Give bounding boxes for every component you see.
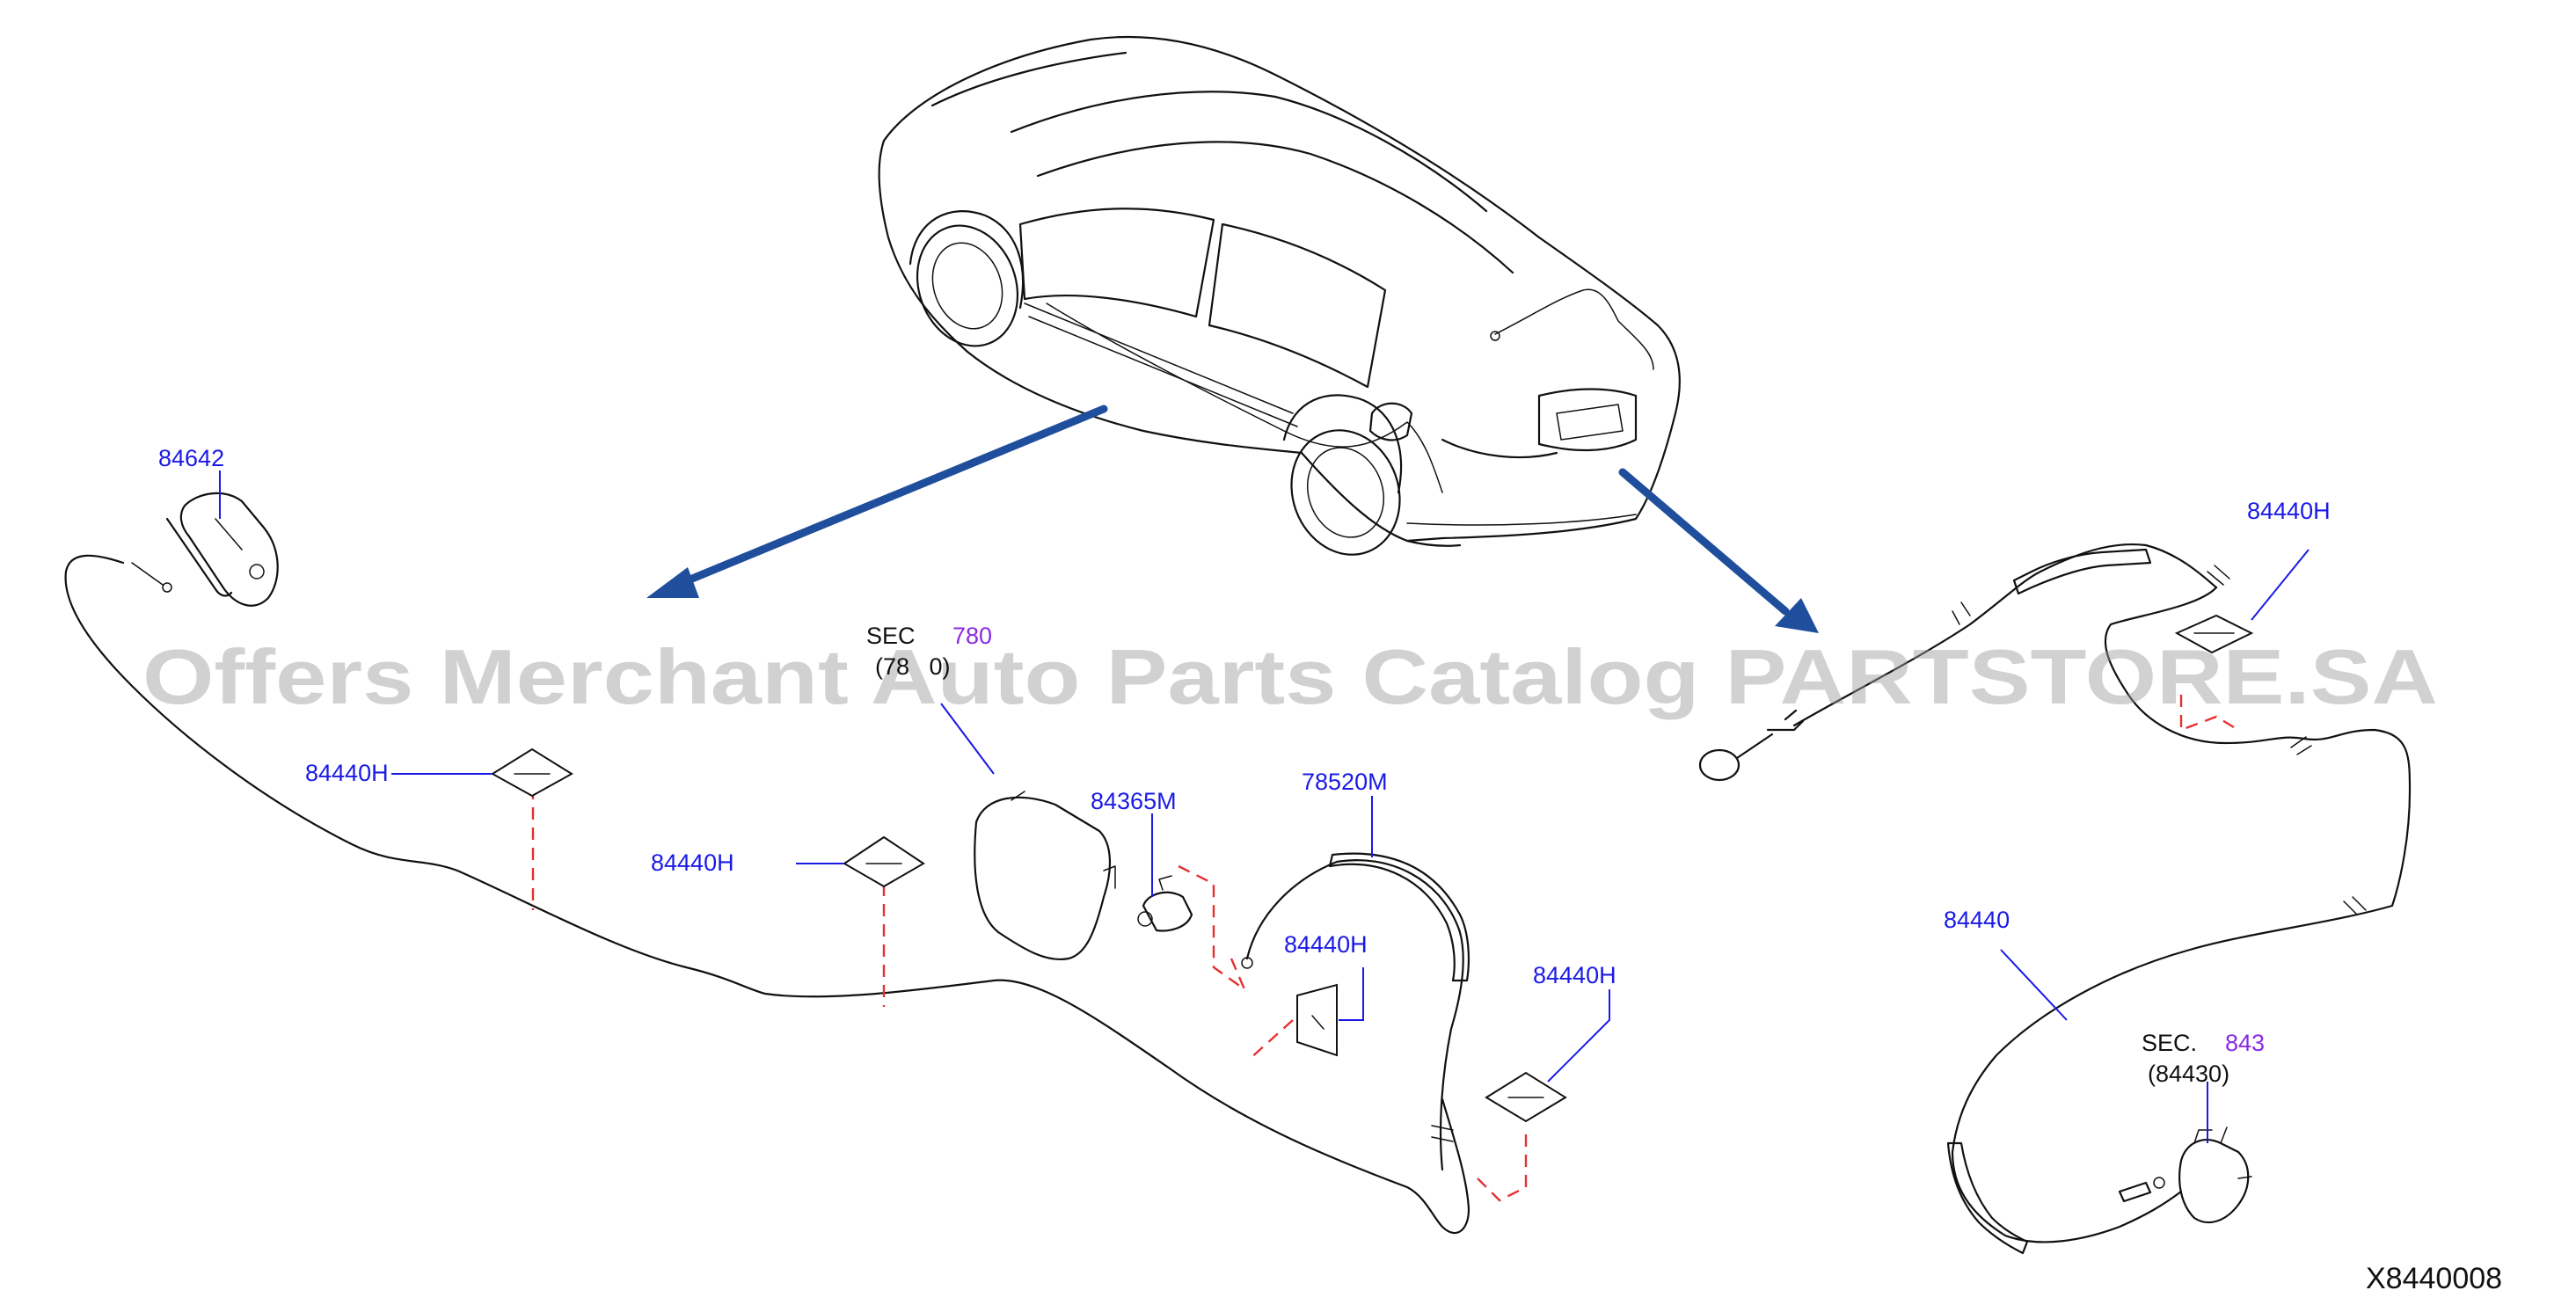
sec-780-sub: (78 0): [875, 653, 951, 680]
guide-lines-left: [531, 787, 1528, 1202]
opener-handle-assembly: [131, 492, 279, 607]
diagram-code: X8440008: [2366, 1262, 2502, 1295]
label-84440h-d: 84440H: [1533, 962, 1616, 988]
part-labels: 84642 84440H 84440H 84365M 78520M 84440H…: [158, 445, 2502, 1295]
label-84440: 84440: [1944, 907, 2010, 933]
sec-780-prefix: SEC: [866, 623, 916, 649]
tag-84440h-a: [491, 747, 573, 798]
lid-actuator: [1137, 875, 1193, 932]
lid-cable: [1245, 859, 1464, 1171]
tag-84440h-c: [1296, 983, 1338, 1057]
direction-arrows: [646, 405, 1819, 633]
arrowhead-left: [646, 567, 699, 598]
fuel-filler-lid: [974, 791, 1116, 961]
arrowhead-right: [1775, 598, 1819, 633]
label-84440h-e: 84440H: [2247, 498, 2331, 524]
main-cable-left: [64, 554, 1470, 1235]
tag-84440h-e: [2174, 614, 2254, 654]
car-illustration: [878, 35, 1681, 556]
label-84440h-a: 84440H: [305, 760, 389, 786]
arrow-to-right-detail: [1618, 468, 1790, 616]
label-78520m: 78520M: [1302, 769, 1388, 795]
sec-843-sub: (84430): [2148, 1061, 2229, 1087]
sec-843-number: 843: [2225, 1030, 2265, 1056]
watermark: Offers Merchant Auto Parts Catalog PARTS…: [142, 633, 2438, 720]
label-84642: 84642: [158, 445, 224, 471]
guide-line-right: [2179, 695, 2239, 732]
arrow-to-left-detail: [673, 405, 1108, 589]
label-84440h-c: 84440H: [1284, 931, 1368, 958]
rear-cable-assembly: [1698, 543, 2412, 1255]
leader-lines-right: [2000, 549, 2310, 1143]
clip-tags-left: [491, 747, 1567, 1123]
sec-780-number: 780: [952, 623, 992, 649]
sec-843-prefix: SEC.: [2142, 1030, 2197, 1056]
leader-lines-left: [219, 470, 1610, 1083]
label-84365m: 84365M: [1091, 788, 1177, 814]
label-84440h-b: 84440H: [651, 849, 734, 876]
tag-84440h-b: [843, 835, 925, 888]
